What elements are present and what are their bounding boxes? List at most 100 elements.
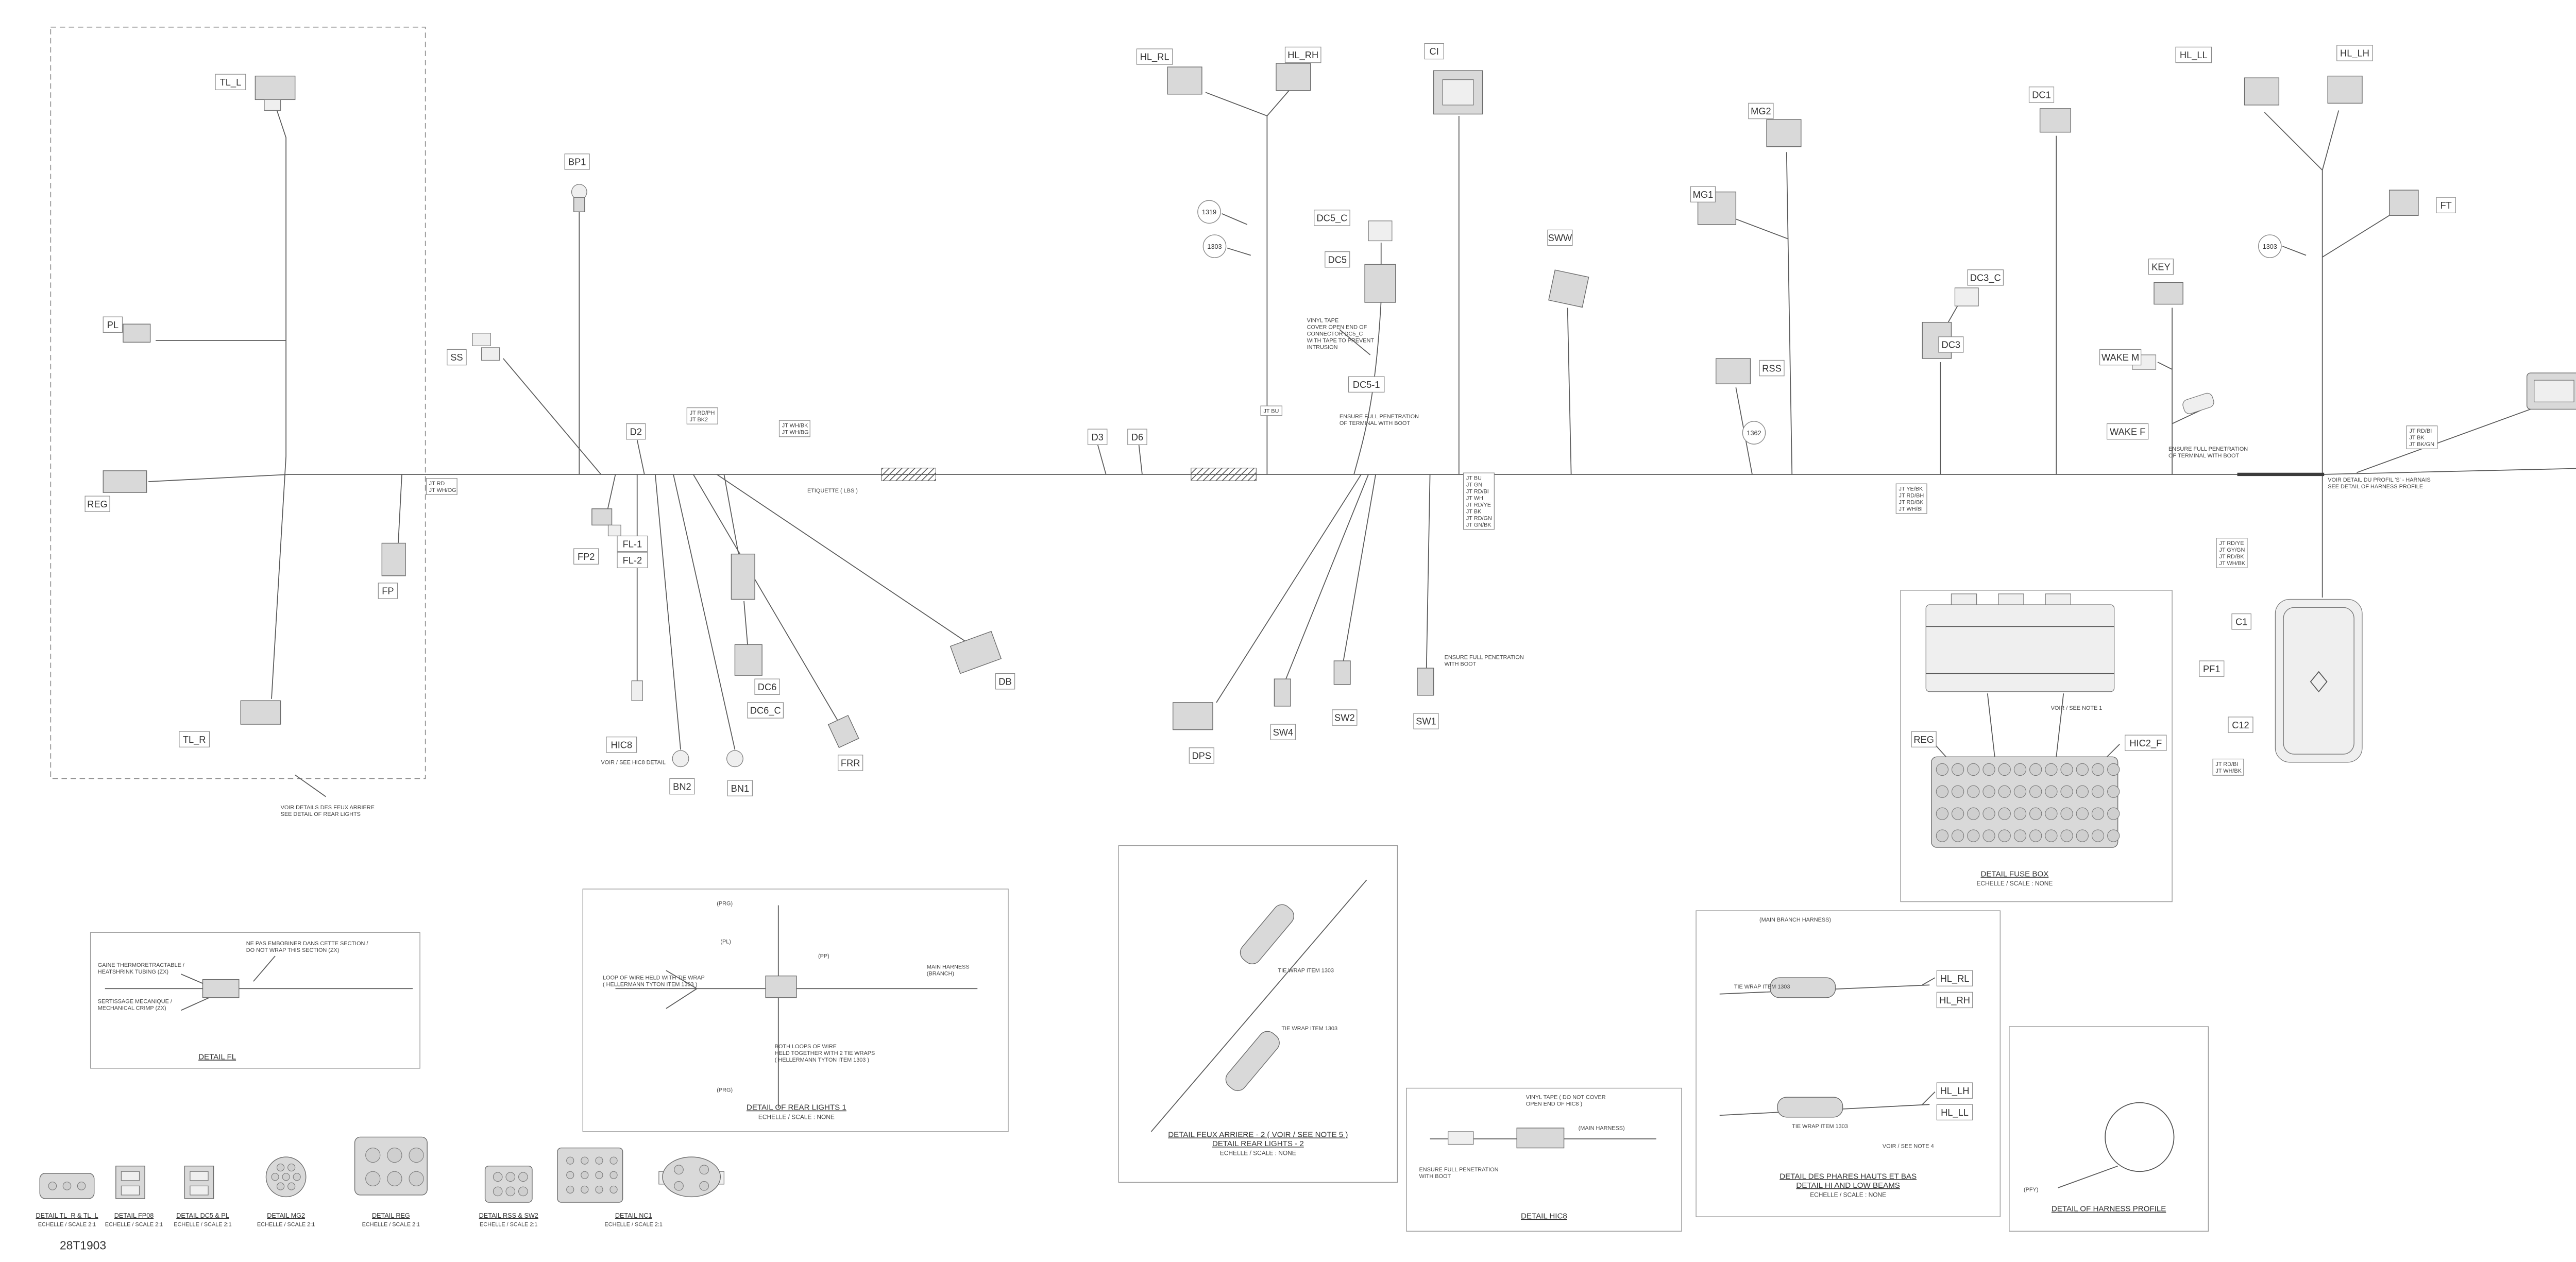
panel-detail-hic8-frame [1406,1087,1682,1232]
svg-text:DC5_C: DC5_C [1316,213,1347,224]
svg-text:LOOP OF WIRE HELD WITH TIE WRA: LOOP OF WIRE HELD WITH TIE WRAP [603,975,705,981]
connector-label-fp2: FP2 [573,548,599,565]
svg-text:TL_R: TL_R [183,734,206,745]
fuse-box-drawing [1925,593,2120,848]
svg-text:KEY: KEY [2151,261,2171,272]
connector-label-fp: FP [378,583,398,599]
svg-text:JT BK/GN: JT BK/GN [2409,441,2434,448]
connector-label-sw2: SW2 [1332,709,1358,726]
hl-rh-connector [1276,63,1311,91]
svg-text:TIE WRAP ITEM 1303: TIE WRAP ITEM 1303 [1278,968,1334,974]
svg-text:FL-1: FL-1 [623,538,642,549]
svg-text:WAKE F: WAKE F [2110,426,2145,437]
svg-text:(PFY): (PFY) [2024,1187,2038,1193]
note-main-harness: (MAIN HARNESS) [1579,1125,1625,1131]
fl-connector [607,524,621,537]
svg-text:DC3: DC3 [1942,339,1961,350]
connector-label-mg2: MG2 [1748,103,1774,120]
tl-l-connector-tab [264,99,281,111]
dc1-connector [2039,108,2072,133]
panel-detail-hi-low-beams-scale: ECHELLE / SCALE : NONE [1810,1191,1886,1198]
bp1-barrel [573,197,585,212]
svg-text:BN2: BN2 [673,781,691,792]
svg-text:HL_LL: HL_LL [1941,1107,1969,1118]
svg-text:BN1: BN1 [731,783,750,794]
svg-text:(MAIN BRANCH HARNESS): (MAIN BRANCH HARNESS) [1759,917,1831,923]
panel-detail-rear-lights-1-title: DETAIL OF REAR LIGHTS 1 [747,1103,846,1112]
connector-label-hl-rl: HL_RL [1136,48,1173,65]
svg-text:SW4: SW4 [1273,727,1294,738]
svg-text:ECHELLE / SCALE 2:1: ECHELLE / SCALE 2:1 [105,1222,163,1228]
svg-text:HL_RH: HL_RH [1287,49,1318,61]
svg-text:SERTISSAGE MECANIQUE /: SERTISSAGE MECANIQUE / [98,998,173,1004]
svg-text:DETAIL DC5 & PL: DETAIL DC5 & PL [176,1212,229,1219]
svg-text:JT BK: JT BK [2409,435,2425,441]
panel-detail-fl-frame [90,932,420,1069]
svg-text:OF TERMINAL WITH BOOT: OF TERMINAL WITH BOOT [1340,420,1410,427]
fuse-box-cavity-grid [1936,763,2120,842]
svg-text:JT WH/BG: JT WH/BG [782,430,809,436]
key-connector [2154,282,2183,305]
svg-text:ECHELLE / SCALE 2:1: ECHELLE / SCALE 2:1 [604,1222,662,1228]
svg-text:SEE DETAIL OF REAR LIGHTS: SEE DETAIL OF REAR LIGHTS [281,811,361,817]
svg-text:DETAIL TL_R & TL_L: DETAIL TL_R & TL_L [36,1212,98,1219]
svg-text:(PP): (PP) [818,953,829,959]
db-connector [950,630,1002,674]
panel-detail-rear-lights-2-scale: ECHELLE / SCALE : NONE [1220,1150,1296,1157]
svg-text:REG: REG [1913,734,1934,745]
svg-text:FL-2: FL-2 [623,555,642,566]
note-tie-wrap-item-1303: TIE WRAP ITEM 1303 [1734,984,1790,990]
dps-connector [1172,702,1213,730]
panel-detail-rear-lights-2-title: DETAIL REAR LIGHTS - 2 [1212,1139,1304,1148]
connector-glyphs [103,63,2576,768]
harness-profile-circle [2105,1102,2175,1172]
tl-l-connector [255,75,296,100]
panel-detail-rear-lights-2-frame [1118,845,1398,1183]
connector-label-db: DB [995,673,1015,690]
svg-text:DC5-1: DC5-1 [1353,379,1380,390]
connector-label-mg1: MG1 [1690,186,1716,202]
rear-lights-2-socket-a [1240,904,1294,965]
connector-label-sw1: SW1 [1413,713,1439,729]
connector-label-hl-lh: HL_LH [1936,1082,1973,1099]
svg-text:1319: 1319 [1202,209,1216,216]
connector-label-d3: D3 [1087,429,1108,445]
connector-label-dc5-c: DC5_C [1314,210,1350,226]
rear-lights-zone-box [50,26,426,779]
connector-label-sw4: SW4 [1270,724,1296,740]
svg-text:BP1: BP1 [568,157,586,167]
panel-detail-rear-lights-2: DETAIL FEUX ARRIERE - 2 ( VOIR / SEE NOT… [1118,845,1398,1183]
panel-detail-fl-title: DETAIL FL [198,1052,236,1061]
sw2-connector [1333,660,1351,685]
note-tie-wrap-item-1303: TIE WRAP ITEM 1303 [1278,968,1334,974]
connector-label-hl-ll: HL_LL [2175,46,2212,63]
panel-detail-rear-lights-1-frame [582,889,1009,1132]
svg-text:JT RD/BH: JT RD/BH [1899,493,1924,499]
svg-text:D6: D6 [1131,432,1143,442]
ci-connector-inner [1442,79,1474,106]
svg-text:JT RD/BI: JT RD/BI [2409,428,2432,434]
bn2-ring-terminal [672,750,689,768]
connector-label-fl-2: FL-2 [617,552,648,568]
item-circle-1319: 1319 [1197,200,1221,224]
rss-connector [1715,358,1751,384]
svg-text:HL_RH: HL_RH [1939,995,1970,1006]
svg-text:DC6: DC6 [758,681,777,692]
svg-text:VINYL TAPE: VINYL TAPE [1307,318,1338,324]
svg-text:DC3_C: DC3_C [1970,272,2001,284]
dc3-c-connector [1954,287,1979,306]
connector-label-sww: SWW [1547,229,1573,246]
connector-label-ss: SS [447,349,467,366]
note-pl: (PL) [720,939,731,945]
svg-text:DC5: DC5 [1328,254,1347,265]
svg-text:SW1: SW1 [1416,716,1436,727]
connector-label-pl: PL [103,316,123,333]
fp-connector [381,542,406,576]
note-main-branch-harness: (MAIN BRANCH HARNESS) [1759,917,1831,923]
svg-text:SWW: SWW [1548,232,1572,243]
hic8-tape-wrap [1516,1128,1565,1149]
svg-text:DETAIL MG2: DETAIL MG2 [267,1212,305,1219]
